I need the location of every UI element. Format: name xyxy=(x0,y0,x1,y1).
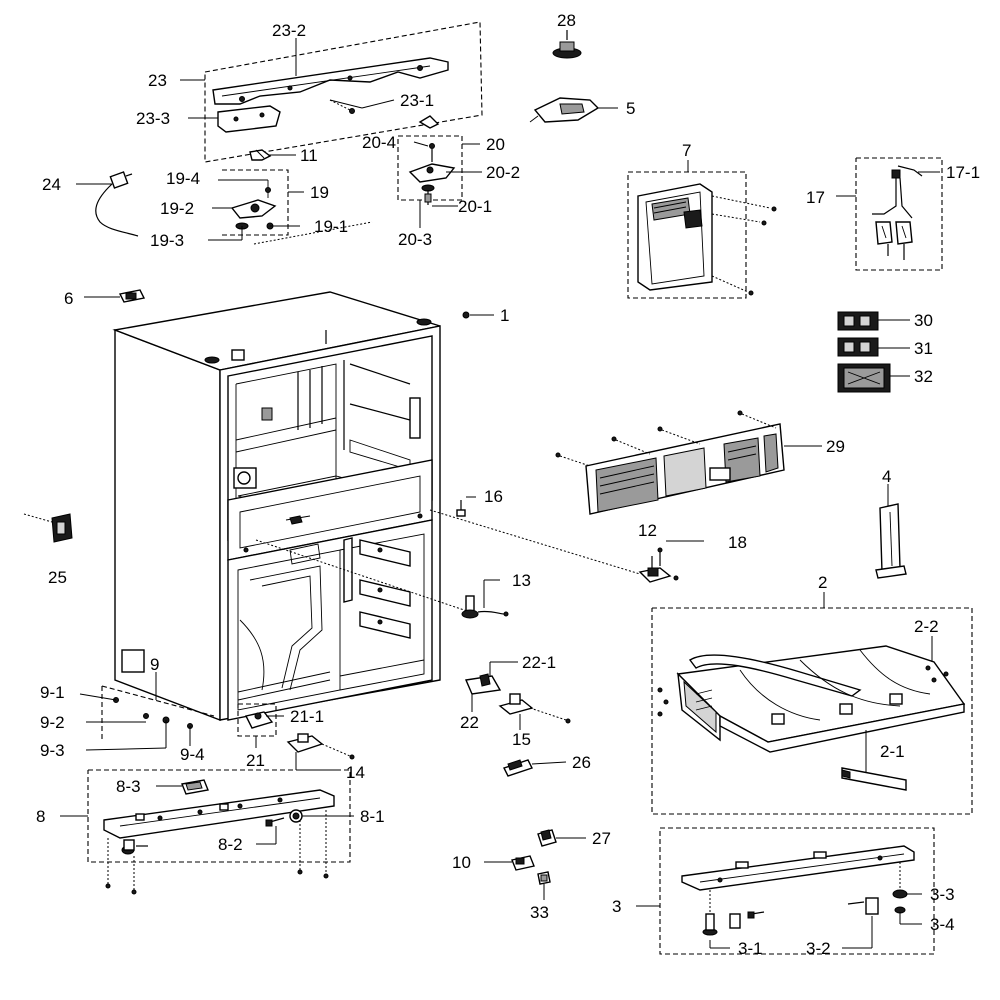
label-23-3: 23-3 xyxy=(136,109,170,128)
part-19-hinge-assembly xyxy=(208,169,373,245)
label-23-2: 23-2 xyxy=(272,21,306,40)
label-11: 11 xyxy=(300,146,318,165)
label-14: 14 xyxy=(346,763,365,782)
label-5: 5 xyxy=(626,99,635,118)
label-2: 2 xyxy=(818,573,827,592)
label-9: 9 xyxy=(150,655,159,674)
label-18: 18 xyxy=(728,533,747,552)
label-7: 7 xyxy=(682,141,691,160)
label-22: 22 xyxy=(460,713,479,732)
part-11-clip xyxy=(249,115,440,161)
label-31: 31 xyxy=(914,339,933,358)
label-23: 23 xyxy=(148,71,167,90)
label-9-2: 9-2 xyxy=(40,713,65,732)
label-32: 32 xyxy=(914,367,933,386)
part-9-fasteners xyxy=(79,672,215,751)
part-12-18-hinge-pin xyxy=(638,540,704,583)
part-14-hinge-pin xyxy=(286,733,355,771)
part-29-evaporator-cover xyxy=(555,410,822,515)
label-6: 6 xyxy=(64,289,73,308)
label-9-4: 9-4 xyxy=(180,745,205,764)
part-23-top-cover-assembly xyxy=(180,21,483,163)
label-15: 15 xyxy=(512,730,531,749)
part-16-screw xyxy=(456,496,476,517)
label-33: 33 xyxy=(530,903,549,922)
label-19-3: 19-3 xyxy=(150,231,184,250)
part-7-control-panel-cover xyxy=(627,160,777,299)
label-20-1: 20-1 xyxy=(458,197,492,216)
part-27-clip xyxy=(537,829,586,847)
label-19-4: 19-4 xyxy=(166,169,200,188)
label-23-1: 23-1 xyxy=(400,91,434,110)
label-3-1: 3-1 xyxy=(738,939,763,958)
label-21: 21 xyxy=(246,751,265,770)
label-13: 13 xyxy=(512,571,531,590)
part-28-foot-cap xyxy=(552,30,582,59)
part-15-hinge-pin xyxy=(498,693,571,730)
label-3-2: 3-2 xyxy=(806,939,831,958)
part-1-cabinet xyxy=(112,291,494,722)
label-26: 26 xyxy=(572,753,591,772)
label-27: 27 xyxy=(592,829,611,848)
label-3-3: 3-3 xyxy=(930,885,955,904)
label-8: 8 xyxy=(36,807,45,826)
label-19: 19 xyxy=(310,183,329,202)
label-25: 25 xyxy=(48,568,67,587)
part-22-hinge xyxy=(465,661,518,712)
label-20: 20 xyxy=(486,135,505,154)
label-17-1: 17-1 xyxy=(946,163,980,182)
label-12: 12 xyxy=(638,521,657,540)
label-2-1: 2-1 xyxy=(880,742,905,761)
part-20-hinge-assembly xyxy=(397,135,482,228)
label-3-4: 3-4 xyxy=(930,915,955,934)
label-29: 29 xyxy=(826,437,845,456)
part-25-switch-box xyxy=(23,513,73,543)
part-6-switch xyxy=(84,289,146,303)
part-21-lower-hinge xyxy=(237,703,284,748)
label-20-3: 20-3 xyxy=(398,230,432,249)
label-17: 17 xyxy=(806,188,825,207)
part-26-connector xyxy=(503,759,567,777)
label-22-1: 22-1 xyxy=(522,653,556,672)
label-21-1: 21-1 xyxy=(290,707,324,726)
label-8-2: 8-2 xyxy=(218,835,243,854)
label-3: 3 xyxy=(612,897,621,916)
part-17-sensor-assembly xyxy=(836,157,943,271)
label-20-2: 20-2 xyxy=(486,163,520,182)
label-24: 24 xyxy=(42,175,61,194)
part-13-damper xyxy=(461,579,509,619)
part-30-31-32-modules xyxy=(837,311,910,393)
label-10: 10 xyxy=(452,853,471,872)
label-30: 30 xyxy=(914,311,933,330)
label-16: 16 xyxy=(484,487,503,506)
part-24-power-cord xyxy=(76,171,139,237)
label-4: 4 xyxy=(882,467,891,486)
label-1: 1 xyxy=(500,306,509,325)
label-20-4: 20-4 xyxy=(362,133,396,152)
label-8-3: 8-3 xyxy=(116,777,141,796)
label-9-1: 9-1 xyxy=(40,683,65,702)
part-10-connector xyxy=(484,855,535,871)
part-2-duct-assembly xyxy=(651,592,973,815)
part-5-hinge-bracket xyxy=(529,97,618,123)
label-28: 28 xyxy=(557,11,576,30)
label-19-2: 19-2 xyxy=(160,199,194,218)
part-4-duct-column xyxy=(875,484,907,579)
part-8-base-assembly xyxy=(60,769,354,895)
label-19-1: 19-1 xyxy=(314,217,348,236)
label-2-2: 2-2 xyxy=(914,617,939,636)
part-3-base-frame-assembly xyxy=(636,827,935,955)
label-8-1: 8-1 xyxy=(360,807,385,826)
label-9-3: 9-3 xyxy=(40,741,65,760)
part-33-grommet xyxy=(537,871,551,900)
callout-labels: 1 2 2-1 2-2 3 3-1 3-2 3-3 3-4 4 5 6 7 8 … xyxy=(36,11,980,958)
